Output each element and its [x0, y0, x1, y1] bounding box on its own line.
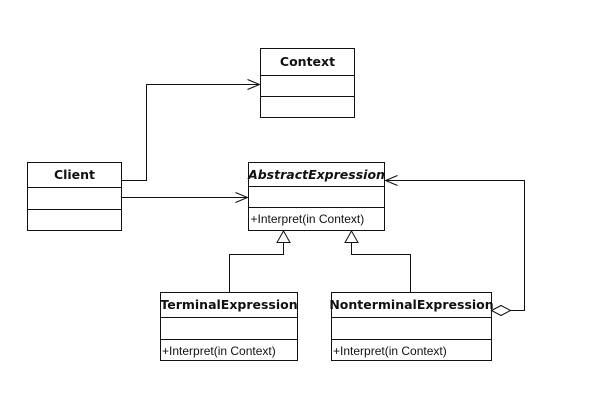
class-abstract-expression[interactable]: AbstractExpression +Interpret(in Context… — [247, 162, 385, 231]
class-nonterminal-expression-name: NonterminalExpression — [329, 297, 493, 312]
association-client-context — [121, 85, 260, 181]
class-abstract-expression-name: AbstractExpression — [247, 167, 385, 182]
class-nonterminal-expression[interactable]: NonterminalExpression +Interpret(in Cont… — [329, 292, 494, 361]
class-context[interactable]: Context — [260, 48, 355, 118]
generalization-triangle-icon — [344, 229, 359, 243]
abstract-expression-operation: +Interpret(in Context) — [251, 212, 365, 226]
aggregation-nonterminal-abstract-expression — [386, 181, 525, 317]
class-client[interactable]: Client — [27, 162, 122, 231]
terminal-expression-operation: +Interpret(in Context) — [162, 344, 276, 358]
nonterminal-expression-operation: +Interpret(in Context) — [333, 344, 447, 358]
class-terminal-expression-name: TerminalExpression — [160, 297, 297, 312]
generalization-nonterminal-expression — [344, 229, 411, 293]
generalization-triangle-icon — [276, 229, 291, 243]
class-client-name: Client — [54, 167, 95, 182]
class-terminal-expression[interactable]: TerminalExpression +Interpret(in Context… — [160, 292, 298, 361]
aggregation-diamond-icon — [490, 304, 512, 317]
class-context-name: Context — [280, 54, 335, 69]
generalization-terminal-expression — [229, 229, 291, 293]
